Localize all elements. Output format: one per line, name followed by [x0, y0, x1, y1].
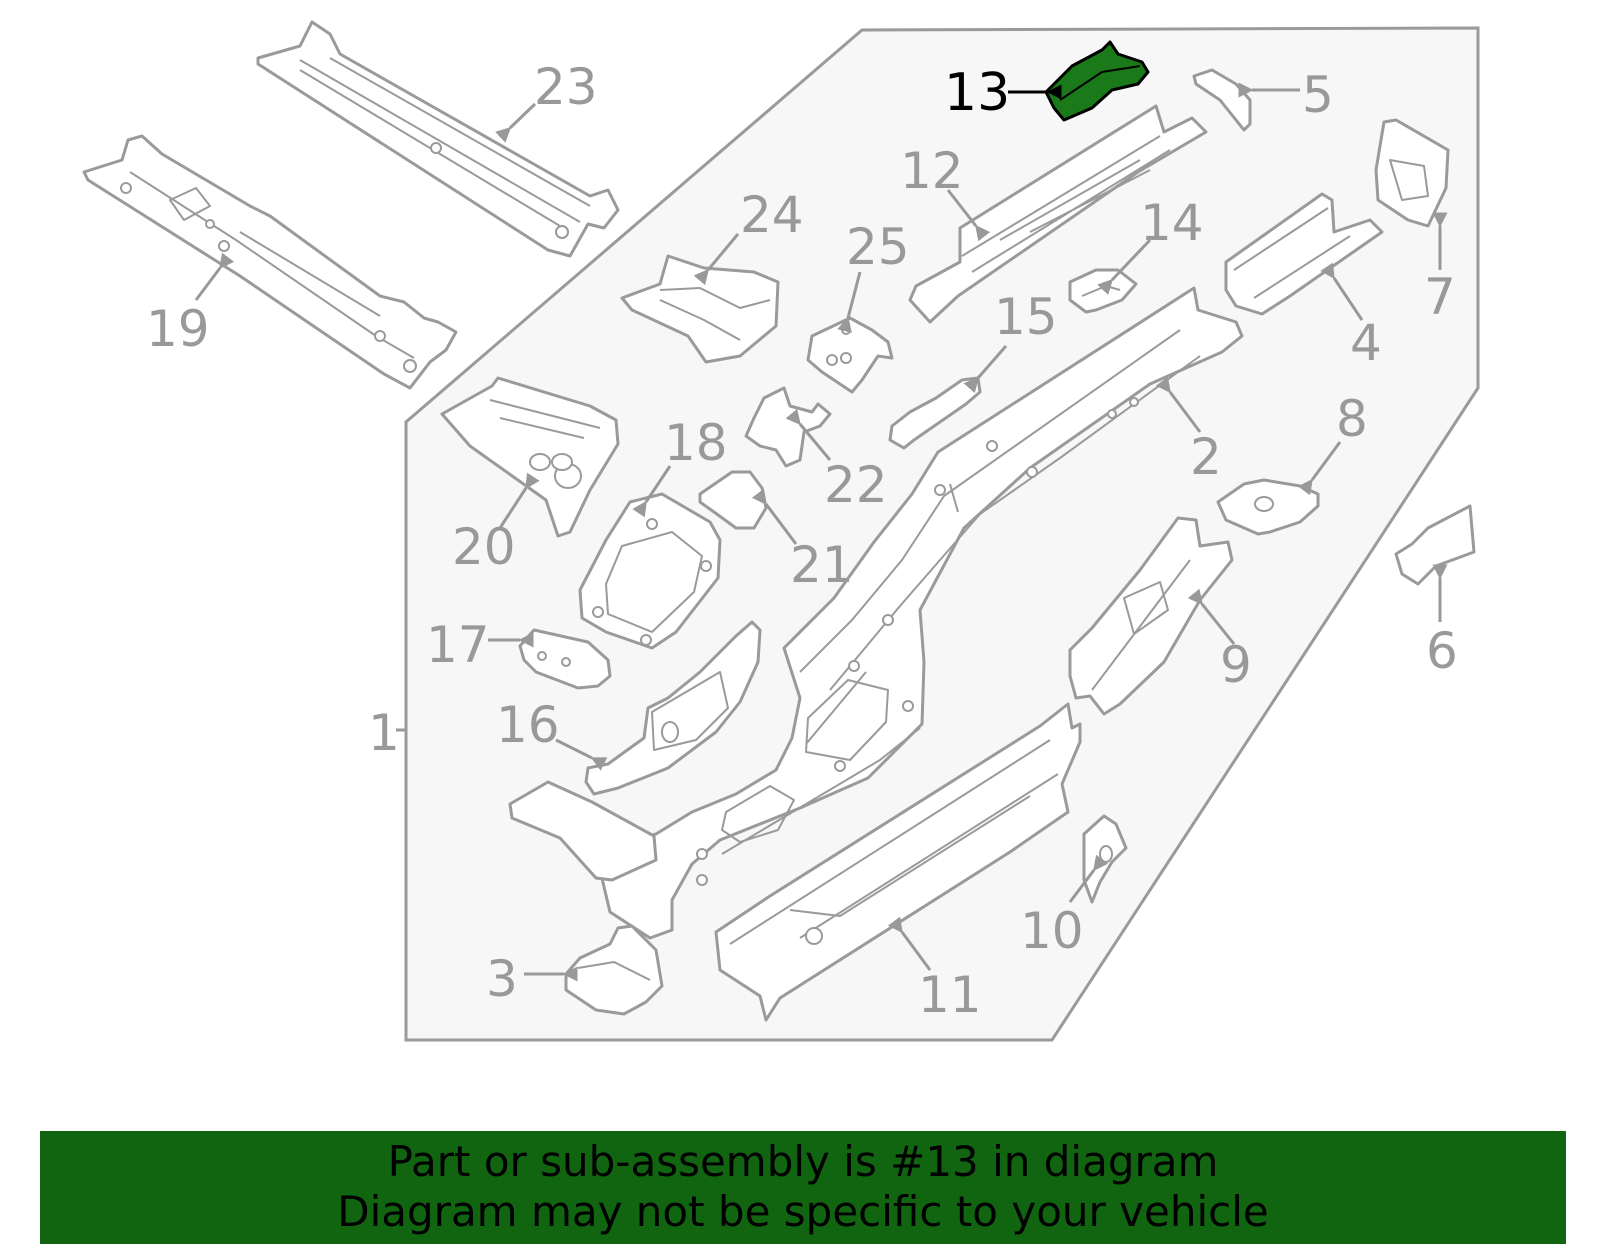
- leader-4: [1320, 262, 1364, 321]
- callout-9: 9: [1220, 636, 1252, 694]
- leader-21: [751, 488, 798, 545]
- callout-24: 24: [740, 186, 804, 244]
- callout-3: 3: [486, 950, 518, 1008]
- part-12-rail[interactable]: [908, 104, 1208, 324]
- callout-4: 4: [1350, 314, 1382, 372]
- part-11-rocker[interactable]: [714, 702, 1082, 1022]
- part-13-highlighted[interactable]: [1044, 40, 1150, 122]
- callout-14: 14: [1140, 194, 1204, 252]
- callout-23: 23: [534, 58, 598, 116]
- part-22-bracket[interactable]: [744, 386, 832, 468]
- leader-9: [1187, 588, 1236, 645]
- part-19-cross-member[interactable]: [82, 134, 458, 390]
- leader-8: [1297, 441, 1342, 496]
- part-16-bracket[interactable]: [584, 620, 762, 796]
- part-20-bracket[interactable]: [440, 376, 620, 538]
- callout-2: 2: [1190, 428, 1222, 486]
- callout-22: 22: [824, 456, 888, 514]
- part-6-bracket[interactable]: [1394, 504, 1476, 586]
- part-18-panel[interactable]: [578, 492, 722, 650]
- part-2-front-extension[interactable]: [508, 780, 658, 882]
- leader-22: [785, 408, 832, 461]
- part-4-rail[interactable]: [1224, 192, 1384, 316]
- callout-18: 18: [664, 414, 728, 472]
- banner-line-1: Part or sub-assembly is #13 in diagram: [387, 1137, 1219, 1186]
- leader-20: [498, 472, 540, 529]
- leader-23: [495, 102, 537, 143]
- part-8-bracket[interactable]: [1216, 478, 1320, 536]
- part-7-bracket[interactable]: [1374, 118, 1450, 228]
- part-9-bracket[interactable]: [1068, 516, 1234, 716]
- callout-12: 12: [900, 142, 964, 200]
- leader-14: [1097, 238, 1152, 295]
- leader-19: [194, 252, 235, 301]
- callout-21: 21: [790, 536, 854, 594]
- leader-24: [693, 233, 740, 286]
- leader-10: [1068, 854, 1109, 903]
- part-17-bracket[interactable]: [518, 628, 612, 690]
- callout-8: 8: [1336, 390, 1368, 448]
- callout-10: 10: [1020, 902, 1084, 960]
- part-5-bracket[interactable]: [1192, 68, 1252, 132]
- leader-2: [1155, 376, 1202, 433]
- part-3-bracket[interactable]: [564, 924, 664, 1016]
- leader-11: [887, 916, 932, 971]
- callout-16: 16: [496, 696, 560, 754]
- info-banner: Part or sub-assembly is #13 in diagram D…: [40, 1131, 1566, 1244]
- part-24-bracket[interactable]: [620, 254, 780, 364]
- part-15-bracket[interactable]: [888, 376, 982, 450]
- callout-6: 6: [1426, 622, 1458, 680]
- callout-17: 17: [426, 616, 490, 674]
- part-21-bracket[interactable]: [698, 470, 768, 530]
- callout-25: 25: [846, 218, 910, 276]
- banner-line-2: Diagram may not be specific to your vehi…: [337, 1187, 1269, 1236]
- callout-15: 15: [994, 288, 1058, 346]
- leader-15: [963, 345, 1008, 394]
- leader-12: [946, 189, 991, 242]
- callout-5: 5: [1302, 66, 1334, 124]
- parts-diagram: 23 19 24 25 12 14 13 5 7 4 15 2 8 6 9 20…: [82, 20, 1480, 1042]
- callout-20: 20: [452, 518, 516, 576]
- part-2-side-frame[interactable]: [598, 286, 1244, 940]
- leader-18: [632, 465, 672, 518]
- part-23-cross-member[interactable]: [256, 20, 620, 258]
- callout-1: 1: [368, 704, 400, 762]
- callout-19: 19: [146, 300, 210, 358]
- callout-13: 13: [944, 63, 1010, 123]
- callout-7: 7: [1424, 268, 1456, 326]
- leader-25: [837, 271, 862, 333]
- leader-16: [555, 738, 608, 771]
- callout-11: 11: [918, 966, 982, 1024]
